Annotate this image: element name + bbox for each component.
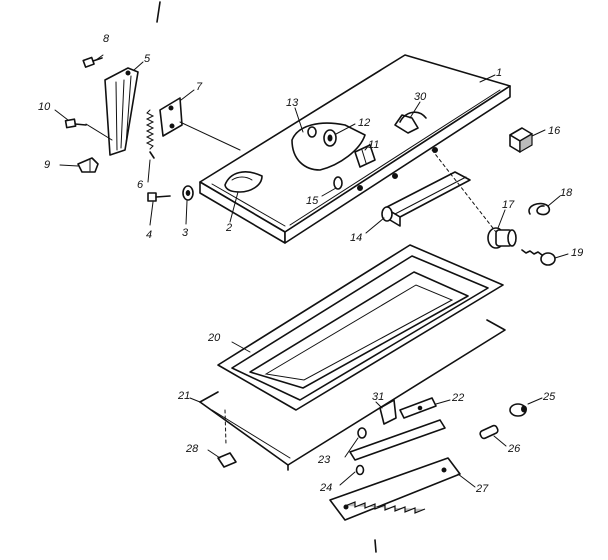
callout-21: 21 <box>177 390 190 402</box>
strike-bar <box>349 419 446 476</box>
callout-25: 25 <box>542 391 556 403</box>
callout-6: 6 <box>137 179 144 191</box>
wire-clip-18 <box>528 202 551 216</box>
callout-17: 17 <box>502 199 515 211</box>
callout-28: 28 <box>185 443 199 455</box>
hinge-plate <box>159 97 183 137</box>
gasket-frame-20 <box>217 244 504 411</box>
callout-26: 26 <box>507 443 521 455</box>
leader-lines <box>54 54 569 488</box>
foot-28 <box>217 452 237 468</box>
callout-30: 30 <box>414 91 427 103</box>
callout-1: 1 <box>496 67 502 79</box>
bracket-31 <box>379 399 397 425</box>
registration-mark-bottom <box>374 539 377 553</box>
hinge-pin-23 <box>357 427 367 439</box>
callout-2: 2 <box>225 222 232 234</box>
callout-22: 22 <box>451 392 464 404</box>
catch-30 <box>399 111 427 123</box>
screw-4 <box>147 192 171 202</box>
callout-3: 3 <box>182 227 189 239</box>
screw-15 <box>333 176 343 190</box>
screw-10 <box>64 118 87 129</box>
callout-4: 4 <box>146 229 152 241</box>
callout-24: 24 <box>319 482 332 494</box>
callout-10: 10 <box>38 101 51 113</box>
callout-12: 12 <box>358 117 370 129</box>
callout-7: 7 <box>196 81 203 93</box>
washer-12 <box>307 126 337 147</box>
hinge-strip-22 <box>399 397 437 419</box>
callout-11: 11 <box>368 139 379 151</box>
callout-13: 13 <box>286 97 299 109</box>
spring <box>145 109 155 159</box>
callout-labels: 1 2 3 4 5 6 7 8 9 10 11 12 13 14 15 16 1… <box>38 33 583 495</box>
pin-26 <box>479 424 499 440</box>
hinge-channel <box>381 171 471 227</box>
callout-23: 23 <box>317 454 331 466</box>
callout-8: 8 <box>103 33 110 45</box>
callout-27: 27 <box>475 483 489 495</box>
key-19 <box>521 249 556 266</box>
callout-20: 20 <box>207 332 221 344</box>
plug-25 <box>509 403 527 417</box>
callout-18: 18 <box>560 187 573 199</box>
clip-9 <box>77 157 99 173</box>
registration-mark <box>156 1 161 23</box>
bracket-11 <box>354 144 376 168</box>
hinge-bracket <box>104 67 139 156</box>
washer-3 <box>182 185 194 201</box>
lock-cylinder-17 <box>487 227 517 249</box>
latch-block-16 <box>509 127 533 154</box>
kick-plate-27 <box>329 457 461 521</box>
lid-panel <box>199 54 511 244</box>
callout-19: 19 <box>571 247 583 259</box>
callout-16: 16 <box>548 125 561 137</box>
callout-5: 5 <box>144 53 151 65</box>
callout-9: 9 <box>44 159 50 171</box>
callout-14: 14 <box>350 232 362 244</box>
callout-31: 31 <box>372 391 384 403</box>
screw-8 <box>82 56 103 68</box>
callout-15: 15 <box>306 195 319 207</box>
